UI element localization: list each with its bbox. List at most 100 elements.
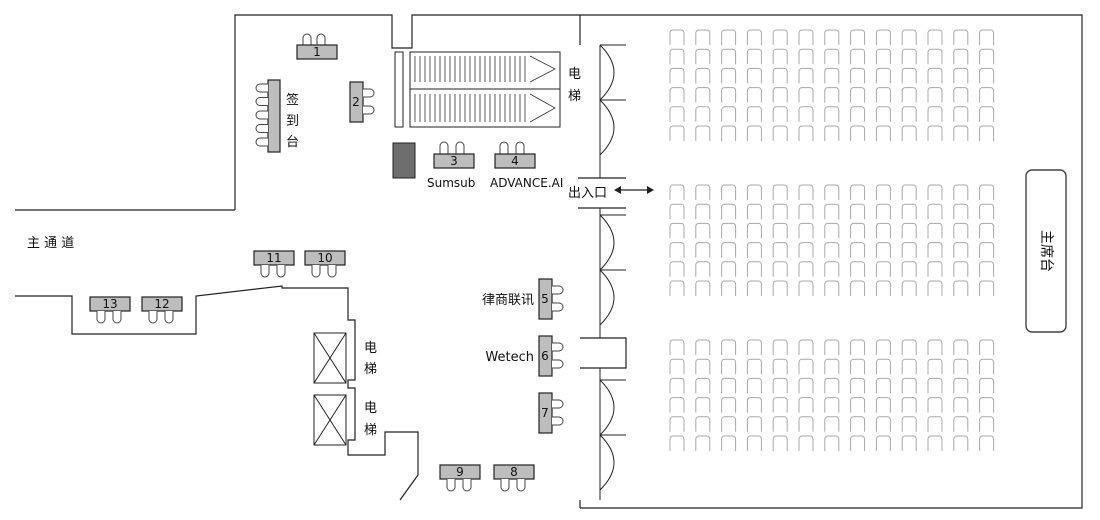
seat-middle-r4-c6 bbox=[798, 242, 814, 258]
seat-middle-r2-c6 bbox=[798, 203, 814, 220]
booth-5-number: 5 bbox=[541, 292, 549, 306]
seat-front-r2-c10 bbox=[901, 48, 917, 65]
seat-middle-r1-c10 bbox=[901, 184, 917, 200]
booth-10[interactable]: 10 bbox=[304, 250, 346, 278]
seat-front-r1-c12 bbox=[953, 29, 969, 45]
seat-back-r1-c12 bbox=[953, 339, 969, 355]
booth-2[interactable]: 2 bbox=[349, 81, 375, 123]
seat-middle-r2-c8 bbox=[850, 203, 866, 220]
seat-front-r6-c6 bbox=[798, 125, 814, 141]
seat-back-r5-c2 bbox=[695, 416, 711, 432]
elevator-top-label-2: 梯 bbox=[568, 89, 581, 104]
seat-middle-r6-c6 bbox=[798, 280, 814, 296]
seat-back-r6-c4 bbox=[746, 435, 762, 451]
booth-6[interactable]: 6 bbox=[538, 335, 564, 377]
seat-front-r6-c7 bbox=[824, 125, 840, 141]
seat-front-r6-c10 bbox=[901, 125, 917, 141]
booth-11[interactable]: 11 bbox=[253, 250, 295, 278]
seat-front-r3-c8 bbox=[850, 67, 866, 84]
seat-front-r5-c12 bbox=[953, 106, 969, 122]
checkin-chair-4 bbox=[255, 124, 268, 133]
seat-front-r3-c1 bbox=[669, 67, 685, 84]
seat-front-r2-c6 bbox=[798, 48, 814, 65]
seat-middle-r4-c12 bbox=[953, 242, 969, 258]
seat-middle-r6-c10 bbox=[901, 280, 917, 296]
seat-middle-r3-c11 bbox=[927, 222, 943, 239]
door-swing-1 bbox=[599, 44, 615, 101]
seat-front-r2-c1 bbox=[669, 48, 685, 65]
seat-back-r3-c1 bbox=[669, 377, 685, 394]
seat-front-r2-c13 bbox=[979, 48, 995, 65]
seat-back-r4-c9 bbox=[875, 397, 891, 413]
booth-1[interactable]: 1 bbox=[296, 33, 338, 60]
seat-middle-r5-c13 bbox=[979, 261, 995, 277]
elevator-2-label-2: 梯 bbox=[364, 423, 377, 438]
seat-back-r2-c5 bbox=[772, 358, 788, 375]
seat-middle-r1-c4 bbox=[746, 184, 762, 200]
seat-back-r3-c8 bbox=[850, 377, 866, 394]
seat-middle-r2-c4 bbox=[746, 203, 762, 220]
seat-front-r1-c13 bbox=[979, 29, 995, 45]
seat-back-r1-c2 bbox=[695, 339, 711, 355]
booth-3[interactable]: 3 bbox=[433, 141, 475, 169]
booths: 1 2 3 Sumsub 4 ADVANCE.AI 5 律商联讯 bbox=[89, 33, 564, 492]
booth-12[interactable]: 12 bbox=[141, 296, 183, 324]
seat-middle-r6-c11 bbox=[927, 280, 943, 296]
seat-front-r2-c5 bbox=[772, 48, 788, 65]
booth-8[interactable]: 8 bbox=[493, 464, 535, 492]
seat-back-r5-c5 bbox=[772, 416, 788, 432]
seat-middle-r6-c2 bbox=[695, 280, 711, 296]
checkin-chair-5 bbox=[255, 137, 268, 147]
seat-back-r3-c2 bbox=[695, 377, 711, 394]
seat-back-r4-c6 bbox=[798, 397, 814, 413]
door-swing-4 bbox=[599, 269, 615, 326]
seat-back-r1-c8 bbox=[850, 339, 866, 355]
seat-front-r6-c5 bbox=[772, 125, 788, 141]
seat-middle-r2-c2 bbox=[695, 203, 711, 220]
seat-front-r2-c12 bbox=[953, 48, 969, 65]
seat-back-r3-c13 bbox=[979, 377, 995, 394]
seat-front-r1-c3 bbox=[721, 29, 737, 45]
elevator-2 bbox=[313, 394, 347, 446]
elevator-1 bbox=[313, 332, 347, 384]
booth-8-number: 8 bbox=[510, 465, 518, 479]
seat-front-r6-c8 bbox=[850, 125, 866, 141]
seat-middle-r6-c3 bbox=[721, 280, 737, 296]
seat-front-r3-c3 bbox=[721, 67, 737, 84]
seat-middle-r1-c11 bbox=[927, 184, 943, 200]
seat-middle-r2-c1 bbox=[669, 203, 685, 220]
elevator-2-label-1: 电 bbox=[364, 401, 377, 416]
escalator-rail bbox=[394, 51, 404, 128]
seat-front-r6-c12 bbox=[953, 125, 969, 141]
seat-front-r6-c9 bbox=[875, 125, 891, 141]
seat-middle-r6-c12 bbox=[953, 280, 969, 296]
seat-front-r2-c2 bbox=[695, 48, 711, 65]
seat-back-r6-c2 bbox=[695, 435, 711, 451]
seat-back-r5-c9 bbox=[875, 416, 891, 432]
seat-back-r2-c7 bbox=[824, 358, 840, 375]
door-swing-5 bbox=[599, 379, 615, 436]
seat-middle-r5-c10 bbox=[901, 261, 917, 277]
seat-middle-r5-c1 bbox=[669, 261, 685, 277]
seat-back-r1-c13 bbox=[979, 339, 995, 355]
corridor-bottom-edge bbox=[15, 285, 349, 335]
door-swing-2 bbox=[599, 99, 615, 156]
booth-13[interactable]: 13 bbox=[89, 296, 131, 324]
elevator-1-label-1: 电 bbox=[364, 341, 377, 356]
checkin-label-1: 签 bbox=[286, 92, 299, 108]
booth-5[interactable]: 5 bbox=[538, 278, 564, 320]
seat-middle-r4-c8 bbox=[850, 242, 866, 258]
booth-7[interactable]: 7 bbox=[538, 392, 564, 434]
seat-front-r2-c8 bbox=[850, 48, 866, 65]
seat-back-r1-c10 bbox=[901, 339, 917, 355]
seat-back-r4-c5 bbox=[772, 397, 788, 413]
seat-back-r6-c12 bbox=[953, 435, 969, 451]
seat-middle-r3-c9 bbox=[875, 222, 891, 239]
seat-back-r3-c11 bbox=[927, 377, 943, 394]
seat-front-r5-c3 bbox=[721, 106, 737, 122]
booth-9[interactable]: 9 bbox=[439, 464, 481, 492]
booth-4[interactable]: 4 bbox=[494, 141, 536, 169]
seat-back-r4-c3 bbox=[721, 397, 737, 413]
seat-back-r1-c3 bbox=[721, 339, 737, 355]
seat-back-r5-c1 bbox=[669, 416, 685, 432]
